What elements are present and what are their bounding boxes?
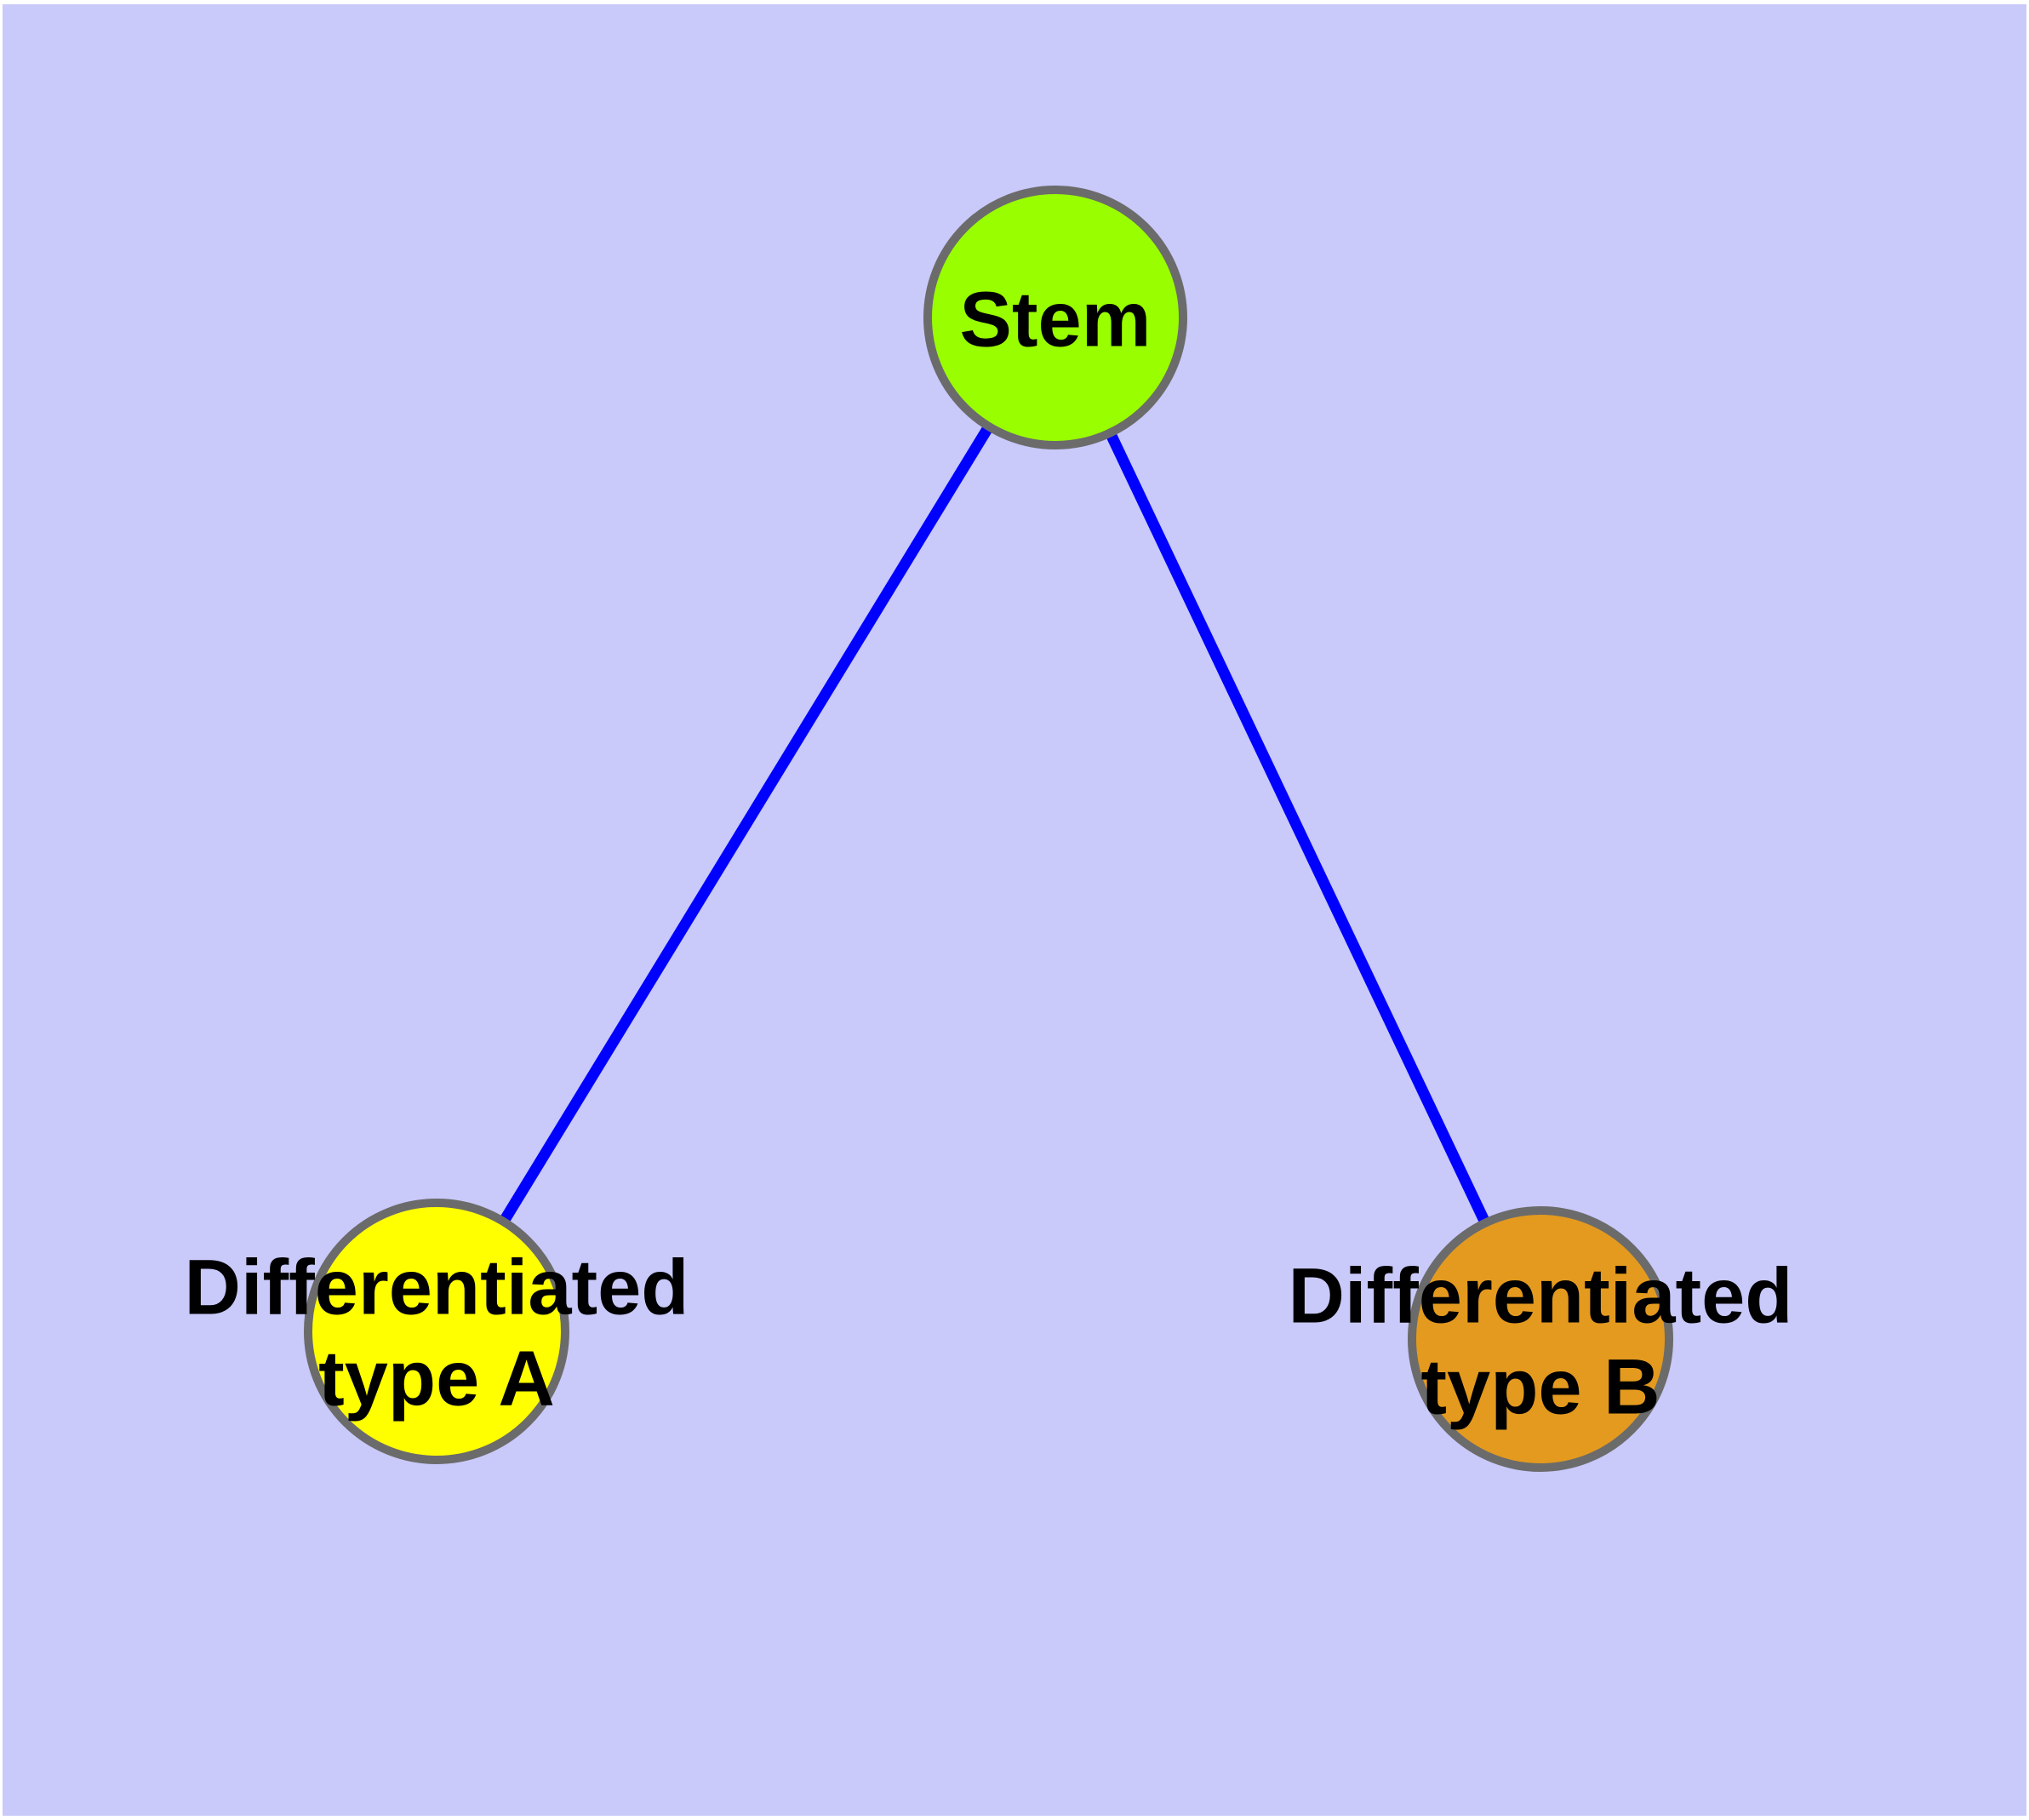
node-differentiated-type-a-circle: [304, 1199, 569, 1464]
edge-stem-to-type-b: [1050, 315, 1546, 1342]
node-differentiated-type-b-circle: [1408, 1206, 1673, 1472]
node-stem-circle: [923, 186, 1187, 449]
edge-stem-to-type-a: [432, 314, 1060, 1335]
